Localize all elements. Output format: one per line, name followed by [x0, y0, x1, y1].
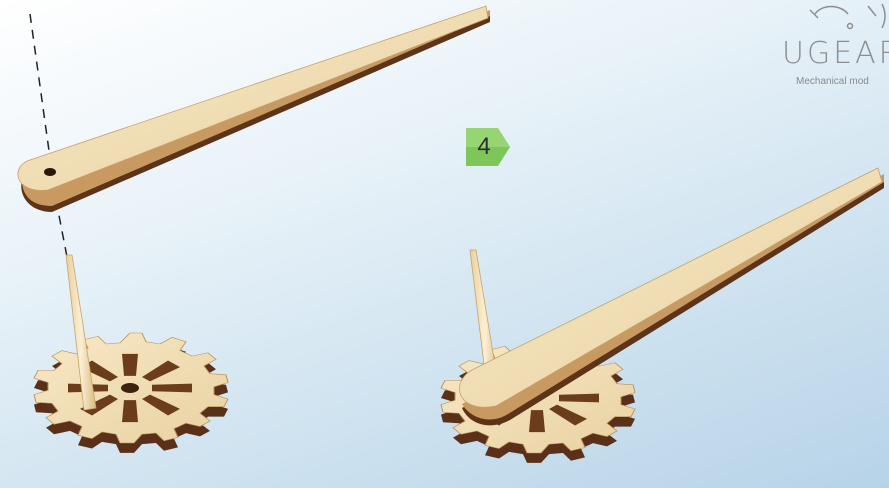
left-gear: [34, 333, 228, 453]
logo-tagline: Mechanical mod: [796, 76, 869, 87]
brand-logo: UGEAR Mechanical mod: [770, 0, 889, 95]
left-pointer-arm: [18, 6, 490, 212]
right-pointer-arm: [459, 168, 884, 425]
logo-text: UGEAR: [782, 36, 889, 71]
step-number: 4: [466, 128, 502, 166]
alignment-guide-line: [30, 14, 68, 262]
step-indicator: 4: [466, 128, 510, 166]
